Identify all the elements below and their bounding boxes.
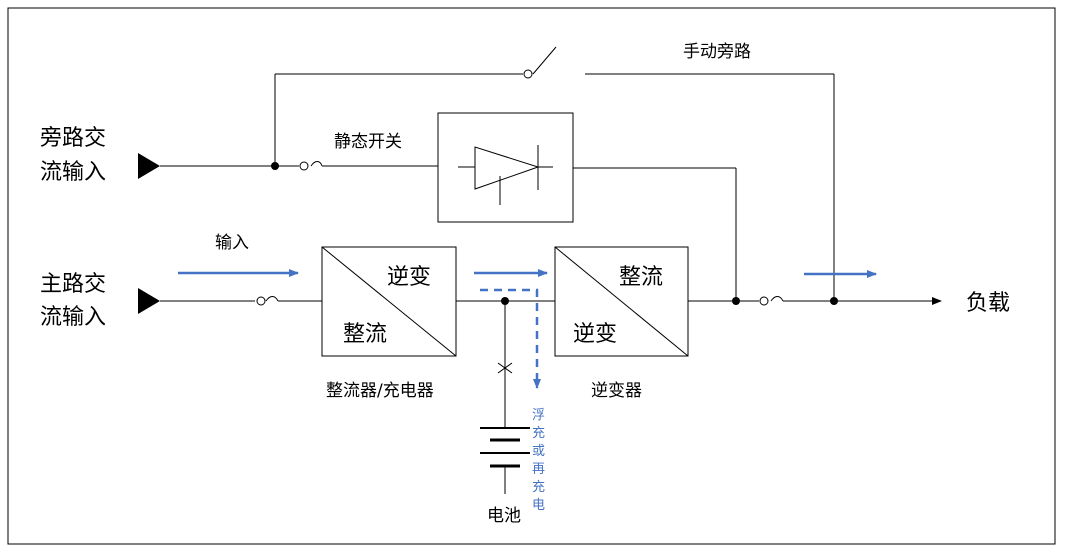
main-input-label-2: 流输入 [40, 305, 106, 330]
static-switch-label: 静态开关 [334, 132, 402, 152]
battery-icon [480, 427, 530, 468]
float-charge-char: 再 [532, 462, 545, 477]
manual-bypass-line [274, 46, 835, 300]
rectifier-diagonal [321, 246, 457, 357]
inverter-top-label: 整流 [619, 265, 663, 290]
battery-label: 电池 [487, 506, 521, 526]
bypass-breaker-contact-icon [299, 161, 309, 171]
battery-branch [497, 301, 513, 494]
float-charge-char: 浮 [532, 408, 545, 423]
float-charge-char: 充 [532, 479, 545, 495]
rectifier-caption: 整流器/充电器 [326, 381, 434, 401]
inverter-diagonal [554, 246, 689, 357]
output-junction-dot [732, 297, 740, 305]
float-charge-char: 电 [532, 498, 545, 513]
inverter-bottom-label: 逆变 [573, 322, 617, 347]
main-input-label-1: 主路交 [40, 272, 106, 297]
bypass-input-label-2: 流输入 [40, 160, 106, 185]
thyristor-icon [458, 145, 553, 205]
bypass-line [160, 161, 737, 300]
manual-bypass-junction-dot [830, 297, 838, 305]
load-label: 负载 [966, 291, 1010, 316]
charge-flow-arrow [480, 288, 541, 389]
output-breaker-contact-icon [759, 296, 769, 306]
main-input-terminal-icon [138, 288, 160, 314]
bypass-input-terminal-icon [138, 153, 160, 179]
rectifier-bottom-label: 整流 [343, 322, 387, 347]
main-breaker-contact-icon [256, 296, 266, 306]
bypass-input-label-1: 旁路交 [40, 126, 106, 151]
rectifier-top-label: 逆变 [387, 265, 431, 290]
inverter-caption: 逆变器 [591, 381, 642, 401]
float-charge-char: 或 [532, 444, 545, 459]
manual-bypass-label: 手动旁路 [683, 42, 751, 62]
float-charge-char: 充 [532, 425, 545, 441]
input-flow-label: 输入 [215, 233, 249, 253]
float-charge-label: 浮 充 或 再 充 电 [532, 408, 545, 513]
manual-bypass-switch-icon [523, 69, 533, 79]
diagram-frame [7, 7, 1056, 545]
